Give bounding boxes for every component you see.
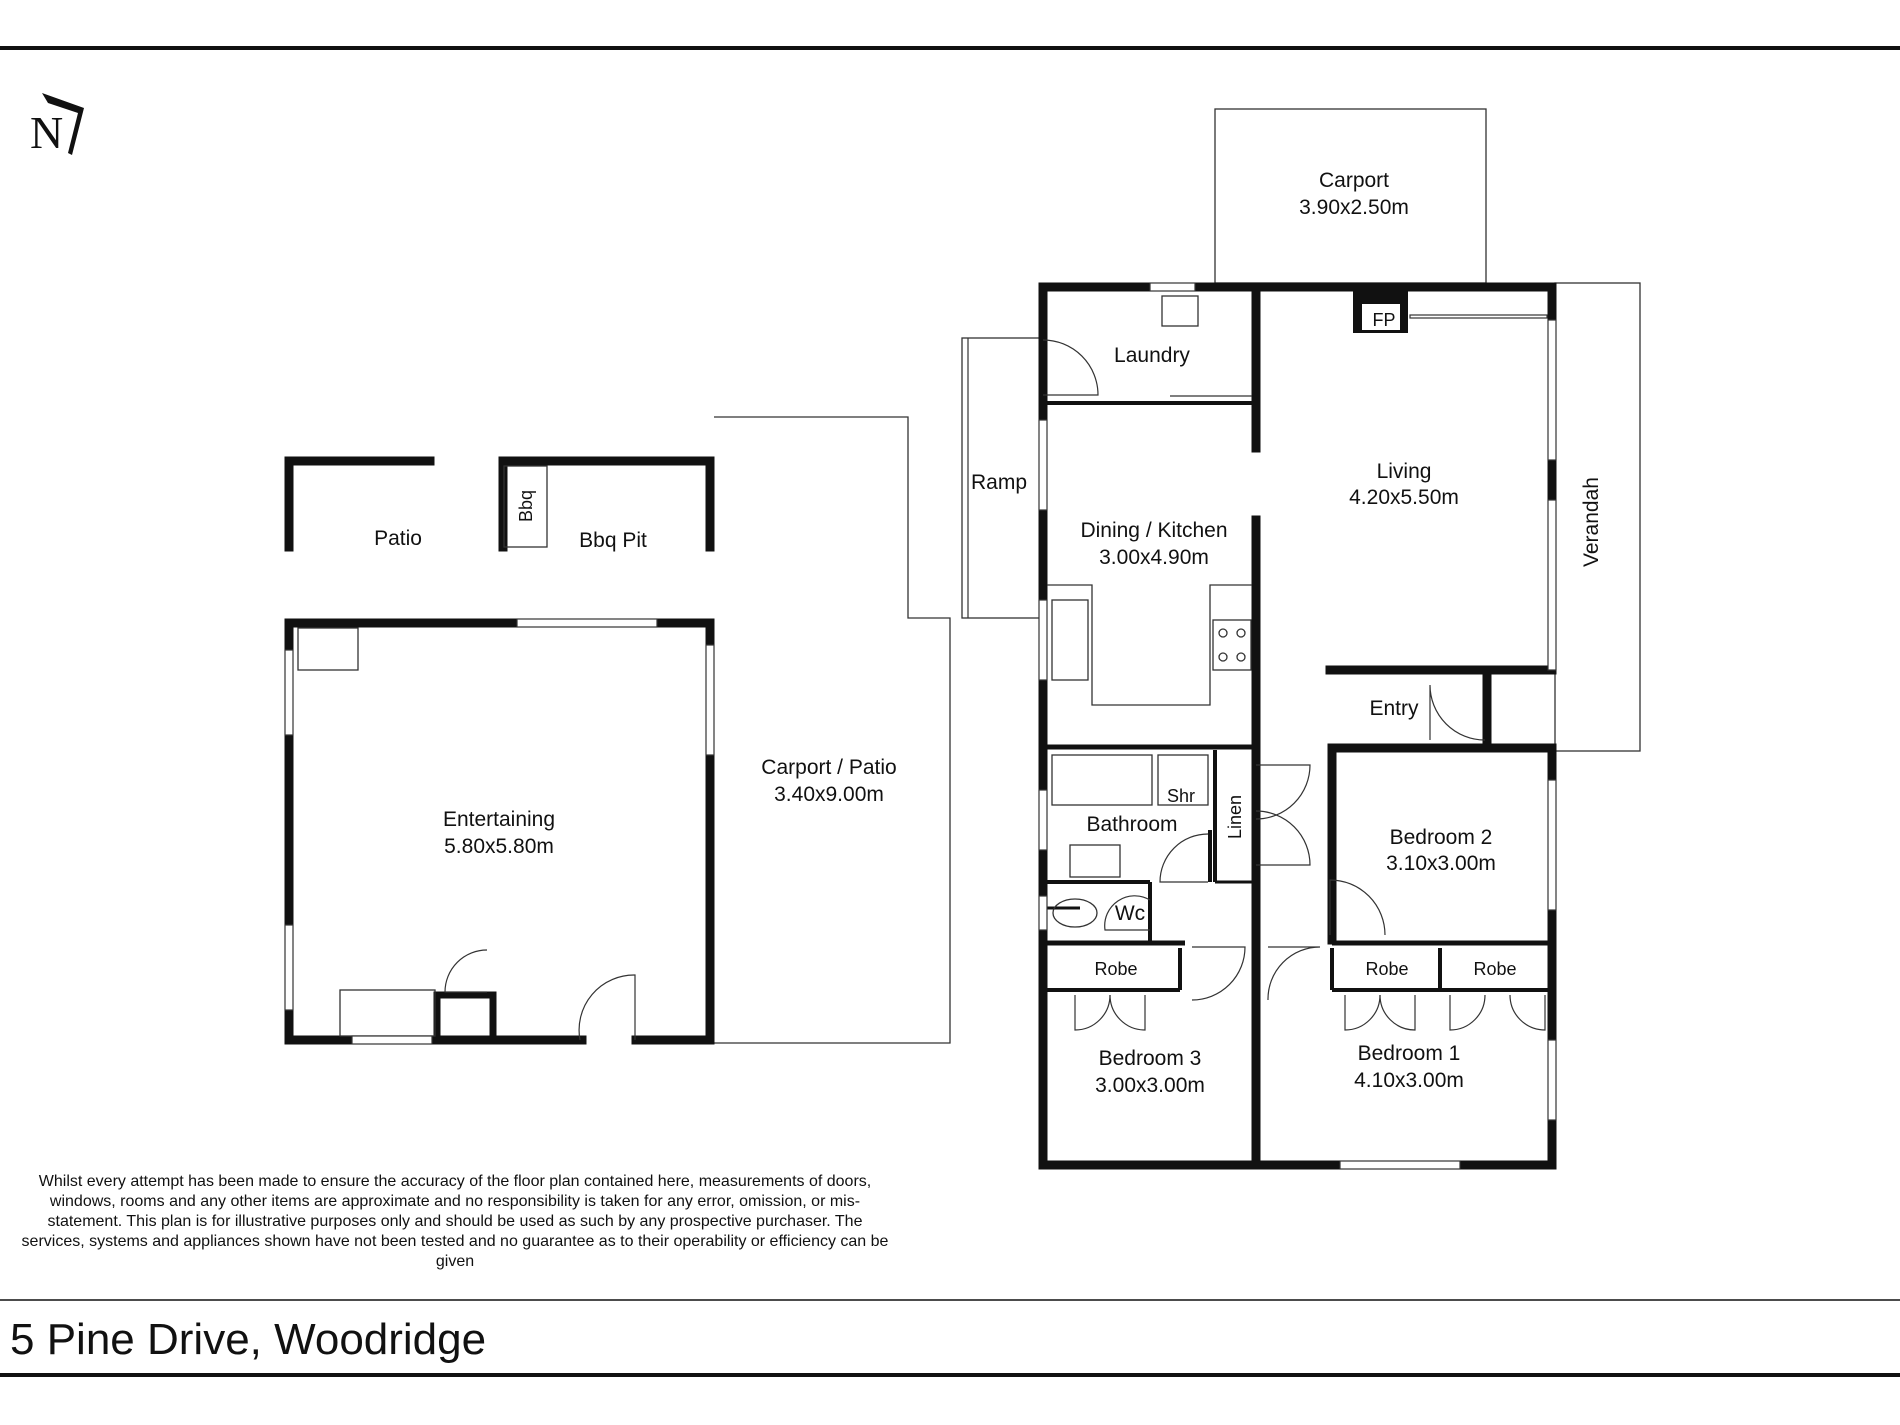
toilet bbox=[1052, 898, 1098, 928]
entertaining-name: Entertaining bbox=[443, 808, 555, 831]
carport-patio-dims: 3.40x9.00m bbox=[774, 783, 884, 806]
shower-base bbox=[1157, 754, 1209, 806]
north-letter: N bbox=[30, 107, 63, 158]
entry-name: Entry bbox=[1369, 697, 1419, 720]
wc-name: Wc bbox=[1115, 902, 1145, 925]
outbuilding-windows bbox=[284, 618, 715, 1045]
entertaining-dims: 5.80x5.80m bbox=[444, 835, 554, 858]
patio-name: Patio bbox=[374, 527, 422, 550]
dining-kitchen-name: Dining / Kitchen bbox=[1080, 519, 1227, 542]
bbq-pit-name: Bbq Pit bbox=[579, 529, 647, 552]
cooktop bbox=[1212, 619, 1252, 671]
robe-bedroom1-b-name: Robe bbox=[1473, 959, 1516, 979]
bedroom3-name: Bedroom 3 bbox=[1099, 1047, 1202, 1070]
bedroom2-name: Bedroom 2 bbox=[1390, 826, 1493, 849]
ramp-name: Ramp bbox=[971, 471, 1027, 494]
shower-name: Shr bbox=[1167, 786, 1195, 806]
house-walls bbox=[1038, 282, 1557, 1170]
house-windows bbox=[1038, 282, 1557, 1170]
outbuilding-doors bbox=[444, 949, 636, 1041]
entertaining-bench bbox=[339, 989, 436, 1037]
property-address: 5 Pine Drive, Woodridge bbox=[10, 1315, 487, 1364]
bedroom1-name: Bedroom 1 bbox=[1358, 1042, 1461, 1065]
verandah-name: Verandah bbox=[1580, 477, 1603, 567]
dining-kitchen-dims: 3.00x4.90m bbox=[1099, 546, 1209, 569]
bbq-name: Bbq bbox=[516, 490, 536, 522]
bathroom-name: Bathroom bbox=[1086, 813, 1177, 836]
robe-bedroom3-name: Robe bbox=[1094, 959, 1137, 979]
carport-name: Carport bbox=[1319, 169, 1389, 192]
bathtub bbox=[1051, 754, 1153, 806]
bedroom3-dims: 3.00x3.00m bbox=[1095, 1074, 1205, 1097]
living-dims: 4.20x5.50m bbox=[1349, 486, 1459, 509]
disclaimer-text: Whilst every attempt has been made to en… bbox=[21, 1173, 889, 1270]
linen-name: Linen bbox=[1225, 795, 1245, 839]
living-name: Living bbox=[1377, 460, 1432, 483]
kitchen-bench bbox=[1047, 584, 1252, 706]
bedroom1-dims: 4.10x3.00m bbox=[1354, 1069, 1464, 1092]
kitchen-sink bbox=[1051, 599, 1089, 681]
laundry-sink bbox=[1161, 295, 1199, 327]
bedroom2-dims: 3.10x3.00m bbox=[1386, 852, 1496, 875]
vanity bbox=[1069, 844, 1121, 878]
carport-patio-outline bbox=[714, 416, 951, 1044]
carport-dims: 3.90x2.50m bbox=[1299, 196, 1409, 219]
laundry-name: Laundry bbox=[1114, 344, 1190, 367]
fireplace-name: FP bbox=[1372, 310, 1395, 330]
robe-bedroom1-a-name: Robe bbox=[1365, 959, 1408, 979]
house-doors bbox=[1042, 339, 1546, 1031]
north-arrow-icon: N bbox=[30, 93, 84, 158]
carport-patio-name: Carport / Patio bbox=[761, 756, 896, 779]
